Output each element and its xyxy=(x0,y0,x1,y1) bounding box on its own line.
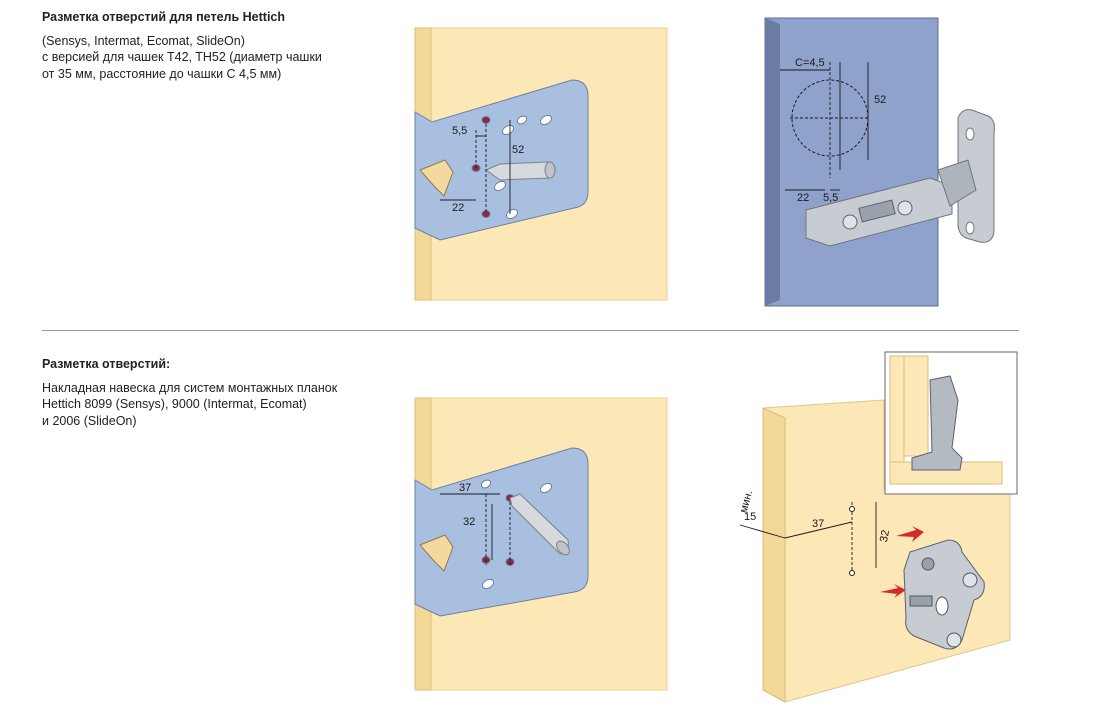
hole-mark-top xyxy=(849,506,855,512)
cabinet-spacing-label: 32 xyxy=(878,529,892,543)
door-dimension-lines xyxy=(780,62,869,191)
template-dimension-lines-2 xyxy=(440,493,511,565)
hole-mark-bottom xyxy=(849,570,855,576)
section-divider xyxy=(42,330,1019,331)
section2-line-2: Hettich 8099 (Sensys), 9000 (Intermat, E… xyxy=(42,397,307,411)
template-holes xyxy=(471,114,553,220)
template-illustration-2: 37 32 xyxy=(414,397,668,691)
template-dimension-lines xyxy=(440,120,511,214)
section2-description: Разметка отверстий: Накладная навеска дл… xyxy=(42,356,337,429)
template-edge-stop-2 xyxy=(419,534,454,572)
section1-line-2: с версией для чашек T42, TH52 (диаметр ч… xyxy=(42,50,322,64)
door-spacing-label: 52 xyxy=(874,94,886,106)
inset-door xyxy=(903,355,929,457)
template-edge-label-2: 37 xyxy=(459,482,471,494)
drill-bit xyxy=(484,161,556,181)
door-c-label: C=4,5 xyxy=(795,57,825,69)
section1-line-3: от 35 мм, расстояние до чашки С 4,5 мм) xyxy=(42,66,282,81)
door-hinge-illustration: C=4,5 52 22 5,5 xyxy=(764,17,995,307)
drill-bit-2 xyxy=(509,493,570,556)
mounting-plate-illustration: мин. 15 37 32 xyxy=(738,399,1011,703)
template-spacing-label: 52 xyxy=(512,144,524,156)
door-panel xyxy=(764,17,939,307)
section2-title: Разметка отверстий: xyxy=(42,357,171,371)
min-label: мин. xyxy=(738,489,756,514)
cabinet-board-edge xyxy=(762,407,786,703)
cross-mounting-plate xyxy=(903,539,985,650)
inset-cabinet-side xyxy=(889,355,905,465)
door-offset-label: 5,5 xyxy=(823,192,838,204)
section2-line-1: Накладная навеска для систем монтажных п… xyxy=(42,380,338,395)
mounting-plate xyxy=(937,109,995,243)
hinge-arm xyxy=(805,177,953,247)
template-spacing-label-2: 32 xyxy=(463,516,475,528)
template-offset-label: 5,5 xyxy=(452,125,467,137)
section1-line-1: (Sensys, Intermat, Ecomat, SlideOn) xyxy=(42,33,245,48)
template-edge-label: 22 xyxy=(452,202,464,214)
cabinet-dimension-lines xyxy=(739,502,877,575)
door-edge-label: 22 xyxy=(797,192,809,204)
section1-description: Разметка отверстий для петель Hettich (S… xyxy=(42,9,322,82)
section1-title: Разметка отверстий для петель Hettich xyxy=(42,10,285,24)
template-illustration-1: 5,5 52 22 xyxy=(414,27,668,301)
inset-hinge xyxy=(911,375,963,471)
red-arrow-bottom xyxy=(880,584,906,598)
cabinet-edge-label: 37 xyxy=(812,518,824,530)
min-value-label: 15 xyxy=(744,511,756,523)
inset-detail xyxy=(884,351,1018,495)
template-edge-stop xyxy=(419,159,454,197)
section2-line-3: и 2006 (SlideOn) xyxy=(42,413,137,428)
red-arrow-top xyxy=(896,526,924,542)
door-edge xyxy=(765,18,780,306)
